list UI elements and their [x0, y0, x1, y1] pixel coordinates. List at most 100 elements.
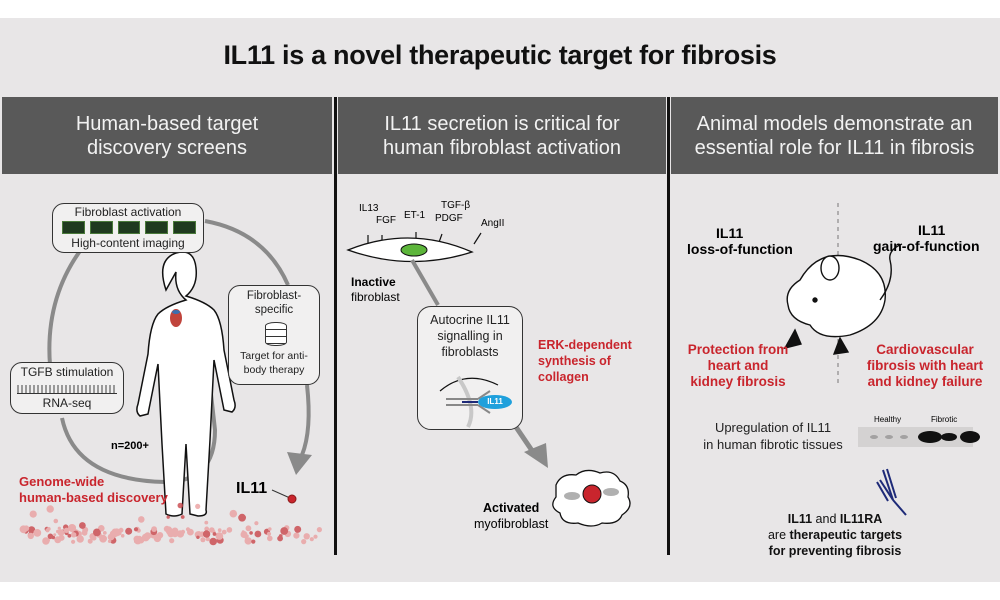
genome-dot	[107, 533, 115, 541]
label-bold: Inactive	[351, 275, 396, 289]
stimulus-label: TGF-β	[441, 200, 471, 211]
genome-dot	[133, 527, 139, 532]
genome-dot	[81, 529, 88, 536]
stimulus-label: ET-1	[404, 210, 426, 221]
fibroblast-specific-box: Fibroblast- specific Target for anti- bo…	[228, 285, 320, 385]
western-blot	[858, 427, 973, 447]
discovery-label: Genome-wide	[19, 474, 105, 489]
flow-line	[410, 258, 440, 307]
genome-dot	[87, 538, 93, 544]
gain-of-function-result: Cardiovascular fibrosis with heart and k…	[855, 342, 995, 390]
stimulus-label: AngII	[481, 218, 505, 229]
genome-dot	[229, 509, 238, 518]
genome-dot	[221, 529, 227, 535]
genome-dot	[93, 528, 101, 537]
genome-dot	[301, 539, 307, 545]
human-silhouette-icon	[136, 251, 236, 517]
antibody-icon	[876, 468, 907, 516]
genome-dot	[294, 525, 302, 533]
genome-dot	[68, 524, 77, 532]
label-line: Upregulation of IL11	[714, 420, 832, 435]
label-bold: Activated	[483, 501, 540, 515]
genome-dot	[226, 527, 233, 533]
header-line: discovery screens	[86, 136, 248, 159]
genome-dot	[29, 510, 37, 518]
genome-dot	[180, 515, 185, 519]
header-line: essential role for IL11 in fibrosis	[694, 136, 975, 159]
loss-of-function-title: IL11	[716, 225, 744, 241]
gain-of-function-title: IL11	[918, 222, 946, 238]
genome-dot	[209, 527, 215, 533]
genome-dot	[33, 529, 42, 537]
box-label: signalling in	[437, 329, 503, 343]
genome-dot	[53, 518, 59, 524]
erk-label: ERK-dependent	[538, 338, 632, 352]
genome-dot	[47, 533, 54, 540]
genome-dots	[19, 502, 322, 546]
autocrine-arrow-icon	[439, 377, 499, 392]
genome-dot	[266, 531, 272, 537]
genome-dot	[137, 536, 145, 544]
genome-dot	[202, 530, 211, 538]
box-label: High-content imaging	[71, 236, 185, 250]
box-label: TGFB stimulation	[20, 365, 114, 379]
genome-dot	[268, 527, 272, 531]
genome-dot	[251, 539, 256, 544]
genome-dot	[169, 538, 175, 544]
figure-title: IL11 is a novel therapeutic target for f…	[223, 40, 777, 70]
genome-dot	[99, 526, 104, 531]
blot-bands	[870, 431, 980, 443]
blot-band	[885, 435, 893, 439]
rna-seq-track	[17, 385, 117, 394]
box-label: Fibroblast activation	[74, 205, 182, 219]
stimulus-label: IL13	[359, 203, 379, 214]
genome-dot	[249, 531, 253, 535]
box-label: Autocrine IL11	[430, 313, 510, 327]
genome-dot	[195, 503, 201, 509]
conclusion-bold: IL11RA	[839, 512, 883, 526]
blot-label-fibrotic: Fibrotic	[931, 415, 958, 424]
conclusion-text: IL11 and IL11RA are therapeutic targets …	[740, 511, 930, 559]
blot-band	[941, 433, 957, 441]
il11-hit-dot	[287, 494, 297, 504]
genome-dot	[171, 530, 179, 538]
genome-dot	[313, 534, 318, 539]
genome-dot	[244, 536, 248, 540]
inactive-fibroblast-label: Inactive fibroblast	[351, 275, 400, 305]
genome-dot	[267, 535, 273, 542]
genome-dot	[102, 531, 107, 535]
genome-dot	[91, 535, 97, 541]
genome-dot	[196, 535, 200, 539]
genome-dot	[293, 532, 300, 539]
blot-band	[918, 431, 942, 443]
stimulus-label: PDGF	[435, 213, 463, 224]
genome-dot	[316, 527, 322, 533]
genome-dot	[245, 525, 252, 532]
nucleus-icon	[582, 484, 602, 504]
gain-of-function-subtitle: gain-of-function	[873, 238, 980, 254]
genome-dot	[107, 539, 112, 543]
box-label: Fibroblast-	[246, 290, 302, 302]
genome-dot	[76, 535, 84, 543]
conclusion-normal: are	[767, 528, 790, 542]
genome-dot	[278, 534, 283, 538]
activated-myofibroblast-label: Activated myofibroblast	[474, 500, 548, 532]
genome-dot	[79, 522, 86, 529]
fibroblast-activation-box: Fibroblast activation High-content imagi…	[52, 203, 204, 253]
conclusion-normal: and	[812, 512, 840, 526]
heart-icon	[170, 309, 182, 327]
genome-dot	[303, 533, 310, 540]
label-line: in human fibrotic tissues	[703, 437, 843, 452]
header-line: Human-based target	[75, 112, 259, 135]
upregulation-label: Upregulation of IL11 in human fibrotic t…	[688, 419, 858, 453]
arrow-head-icon	[287, 452, 312, 475]
genome-dot	[254, 521, 259, 526]
genome-dot	[215, 532, 224, 540]
genome-dot	[45, 538, 51, 543]
loss-of-function-subtitle: loss-of-function	[687, 241, 793, 257]
genome-dot	[125, 527, 133, 535]
genome-dot	[144, 532, 152, 540]
